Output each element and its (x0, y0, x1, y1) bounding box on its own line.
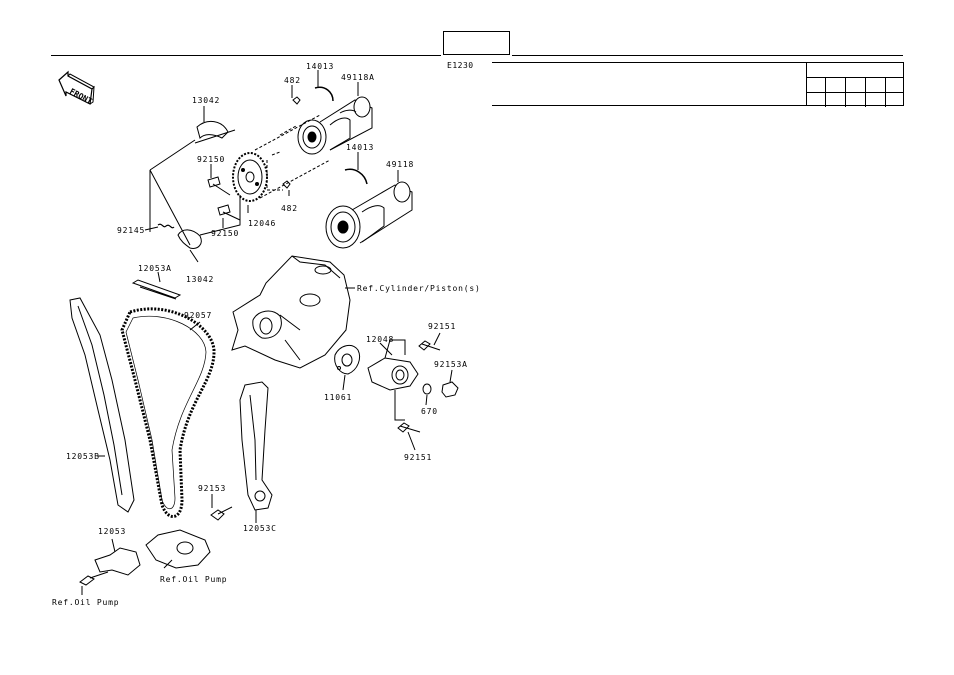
label-49118: 49118 (386, 160, 415, 169)
tensioner-guide-12053C (239, 381, 273, 511)
camshaft-exhaust (297, 96, 373, 155)
label-12053C: 12053C (243, 524, 277, 533)
label-92153A: 92153A (434, 360, 468, 369)
label-11061: 11061 (324, 393, 353, 402)
pin-482-top (292, 96, 301, 105)
chain-guide-12053B (69, 297, 135, 513)
nut-92153A (441, 381, 459, 398)
spring-92145 (157, 223, 175, 229)
label-92151-top: 92151 (428, 322, 457, 331)
table-cell (845, 78, 865, 92)
label-14013-mid: 14013 (346, 143, 375, 152)
table-cell (865, 93, 885, 107)
camshaft-intake (325, 181, 413, 249)
bolt-92151-bot (397, 422, 421, 433)
table-row (807, 77, 903, 93)
label-92150-bot: 92150 (211, 229, 240, 238)
table-cell (825, 93, 845, 107)
label-ref-oil-pump-mid: Ref.Oil Pump (160, 575, 228, 584)
table-row (807, 92, 903, 107)
info-rule-bottom (492, 105, 806, 106)
label-14013-top: 14013 (306, 62, 335, 71)
header-rule-right (512, 55, 903, 56)
label-670: 670 (421, 407, 438, 416)
label-12053: 12053 (98, 527, 127, 536)
plate-12053A (131, 279, 182, 300)
bolt-92153 (210, 506, 233, 521)
table-cell (845, 93, 865, 107)
label-13042-top: 13042 (192, 96, 221, 105)
bolt-92151-top (418, 340, 441, 351)
bolt-92150-top (207, 176, 231, 196)
label-482-top: 482 (284, 76, 301, 85)
label-92153: 92153 (198, 484, 227, 493)
half-ring-mid (344, 168, 368, 185)
label-92150-top: 92150 (197, 155, 226, 164)
label-12048: 12048 (366, 335, 395, 344)
label-92151-bot: 92151 (404, 453, 433, 462)
label-ref-cylinder: Ref.Cylinder/Piston(s) (357, 284, 481, 293)
label-ref-oil-pump-bot: Ref.Oil Pump (52, 598, 120, 607)
label-12046: 12046 (248, 219, 277, 228)
label-13042-bot: 13042 (186, 275, 215, 284)
section-code: E1230 (447, 61, 474, 70)
info-rule-top (492, 62, 806, 63)
cam-chain-92057 (120, 307, 216, 518)
cylinder-head (231, 255, 351, 369)
label-92057: 92057 (184, 311, 213, 320)
half-ring-top (314, 86, 334, 102)
bolt-92150-bot (217, 204, 241, 221)
bolt-oil-pump (79, 571, 109, 586)
table-cell (885, 78, 905, 92)
label-12053A: 12053A (138, 264, 172, 273)
table-cell (825, 78, 845, 92)
title-box (443, 31, 510, 55)
parts-info-table (806, 62, 904, 107)
header-rule-left (51, 55, 441, 56)
label-482-bot: 482 (281, 204, 298, 213)
front-arrow-icon: FRONT (58, 70, 95, 106)
o-ring-670 (422, 383, 432, 395)
label-49118A: 49118A (341, 73, 375, 82)
pin-482-bot (282, 180, 291, 189)
label-12053B: 12053B (66, 452, 100, 461)
chain-tensioner (367, 357, 459, 398)
cam-sprocket (232, 152, 268, 202)
weight-13042-bot (177, 229, 202, 249)
label-92145: 92145 (117, 226, 146, 235)
guide-plate-12053 (94, 547, 141, 576)
table-cell (865, 78, 885, 92)
oil-pump (145, 529, 211, 569)
table-cell (885, 93, 905, 107)
weight-13042-top (196, 120, 229, 139)
